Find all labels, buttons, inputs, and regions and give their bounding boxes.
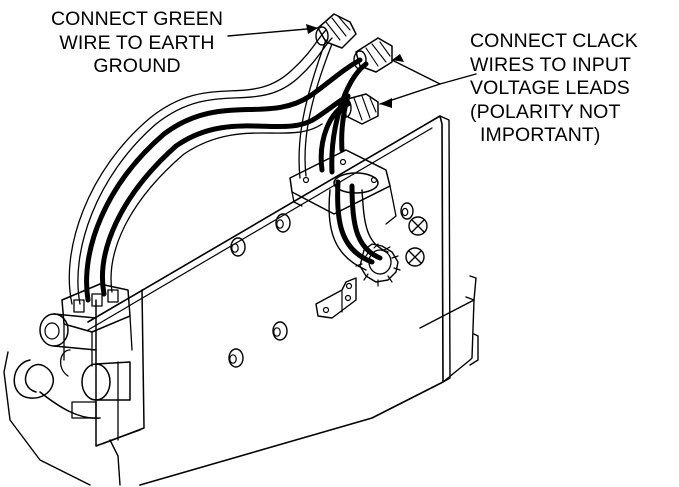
chassis-panel [3,115,479,486]
stud-2 [230,237,246,257]
conduit-bracket [289,149,397,225]
black-wires-callout-line-3: VOLTAGE LEADS [470,77,630,99]
black-wires-callout: CONNECT CLACK WIRES TO INPUT VOLTAGE LEA… [470,30,638,148]
black-wires-callout-line-2: WIRES TO INPUT [470,53,632,76]
panel-mounting-studs [228,202,414,368]
wire-harness [68,29,363,305]
riser-wires [298,39,369,179]
stud-3 [272,321,288,341]
leader-arrowheads [306,24,404,108]
black-wires-callout-line-4: (POLARITY NOT [470,100,621,123]
terminal-block [13,283,145,447]
conduit-wires [328,179,389,271]
wire-nut-black-lower [340,93,379,125]
panel-screws [405,216,428,267]
stud-5 [400,202,414,220]
wire-nut-black-upper [353,37,393,73]
stud-1 [275,213,291,233]
small-bracket [315,277,357,319]
screw-upper [408,216,428,236]
green-wire-callout: CONNECT GREEN WIRE TO EARTH GROUND [22,8,252,79]
wire-nut-green [315,13,357,49]
strain-relief-nut [355,243,401,287]
screw-lower [405,247,425,267]
green-wire-callout-line-3: GROUND [93,55,181,77]
stud-4 [228,348,244,368]
green-wire-callout-line-2: WIRE TO EARTH [59,31,215,54]
black-wires-callout-line-5: IMPORTANT) [480,124,601,146]
black-wires-callout-line-1: CONNECT CLACK [470,30,638,52]
green-wire-callout-line-1: CONNECT GREEN [50,8,224,30]
